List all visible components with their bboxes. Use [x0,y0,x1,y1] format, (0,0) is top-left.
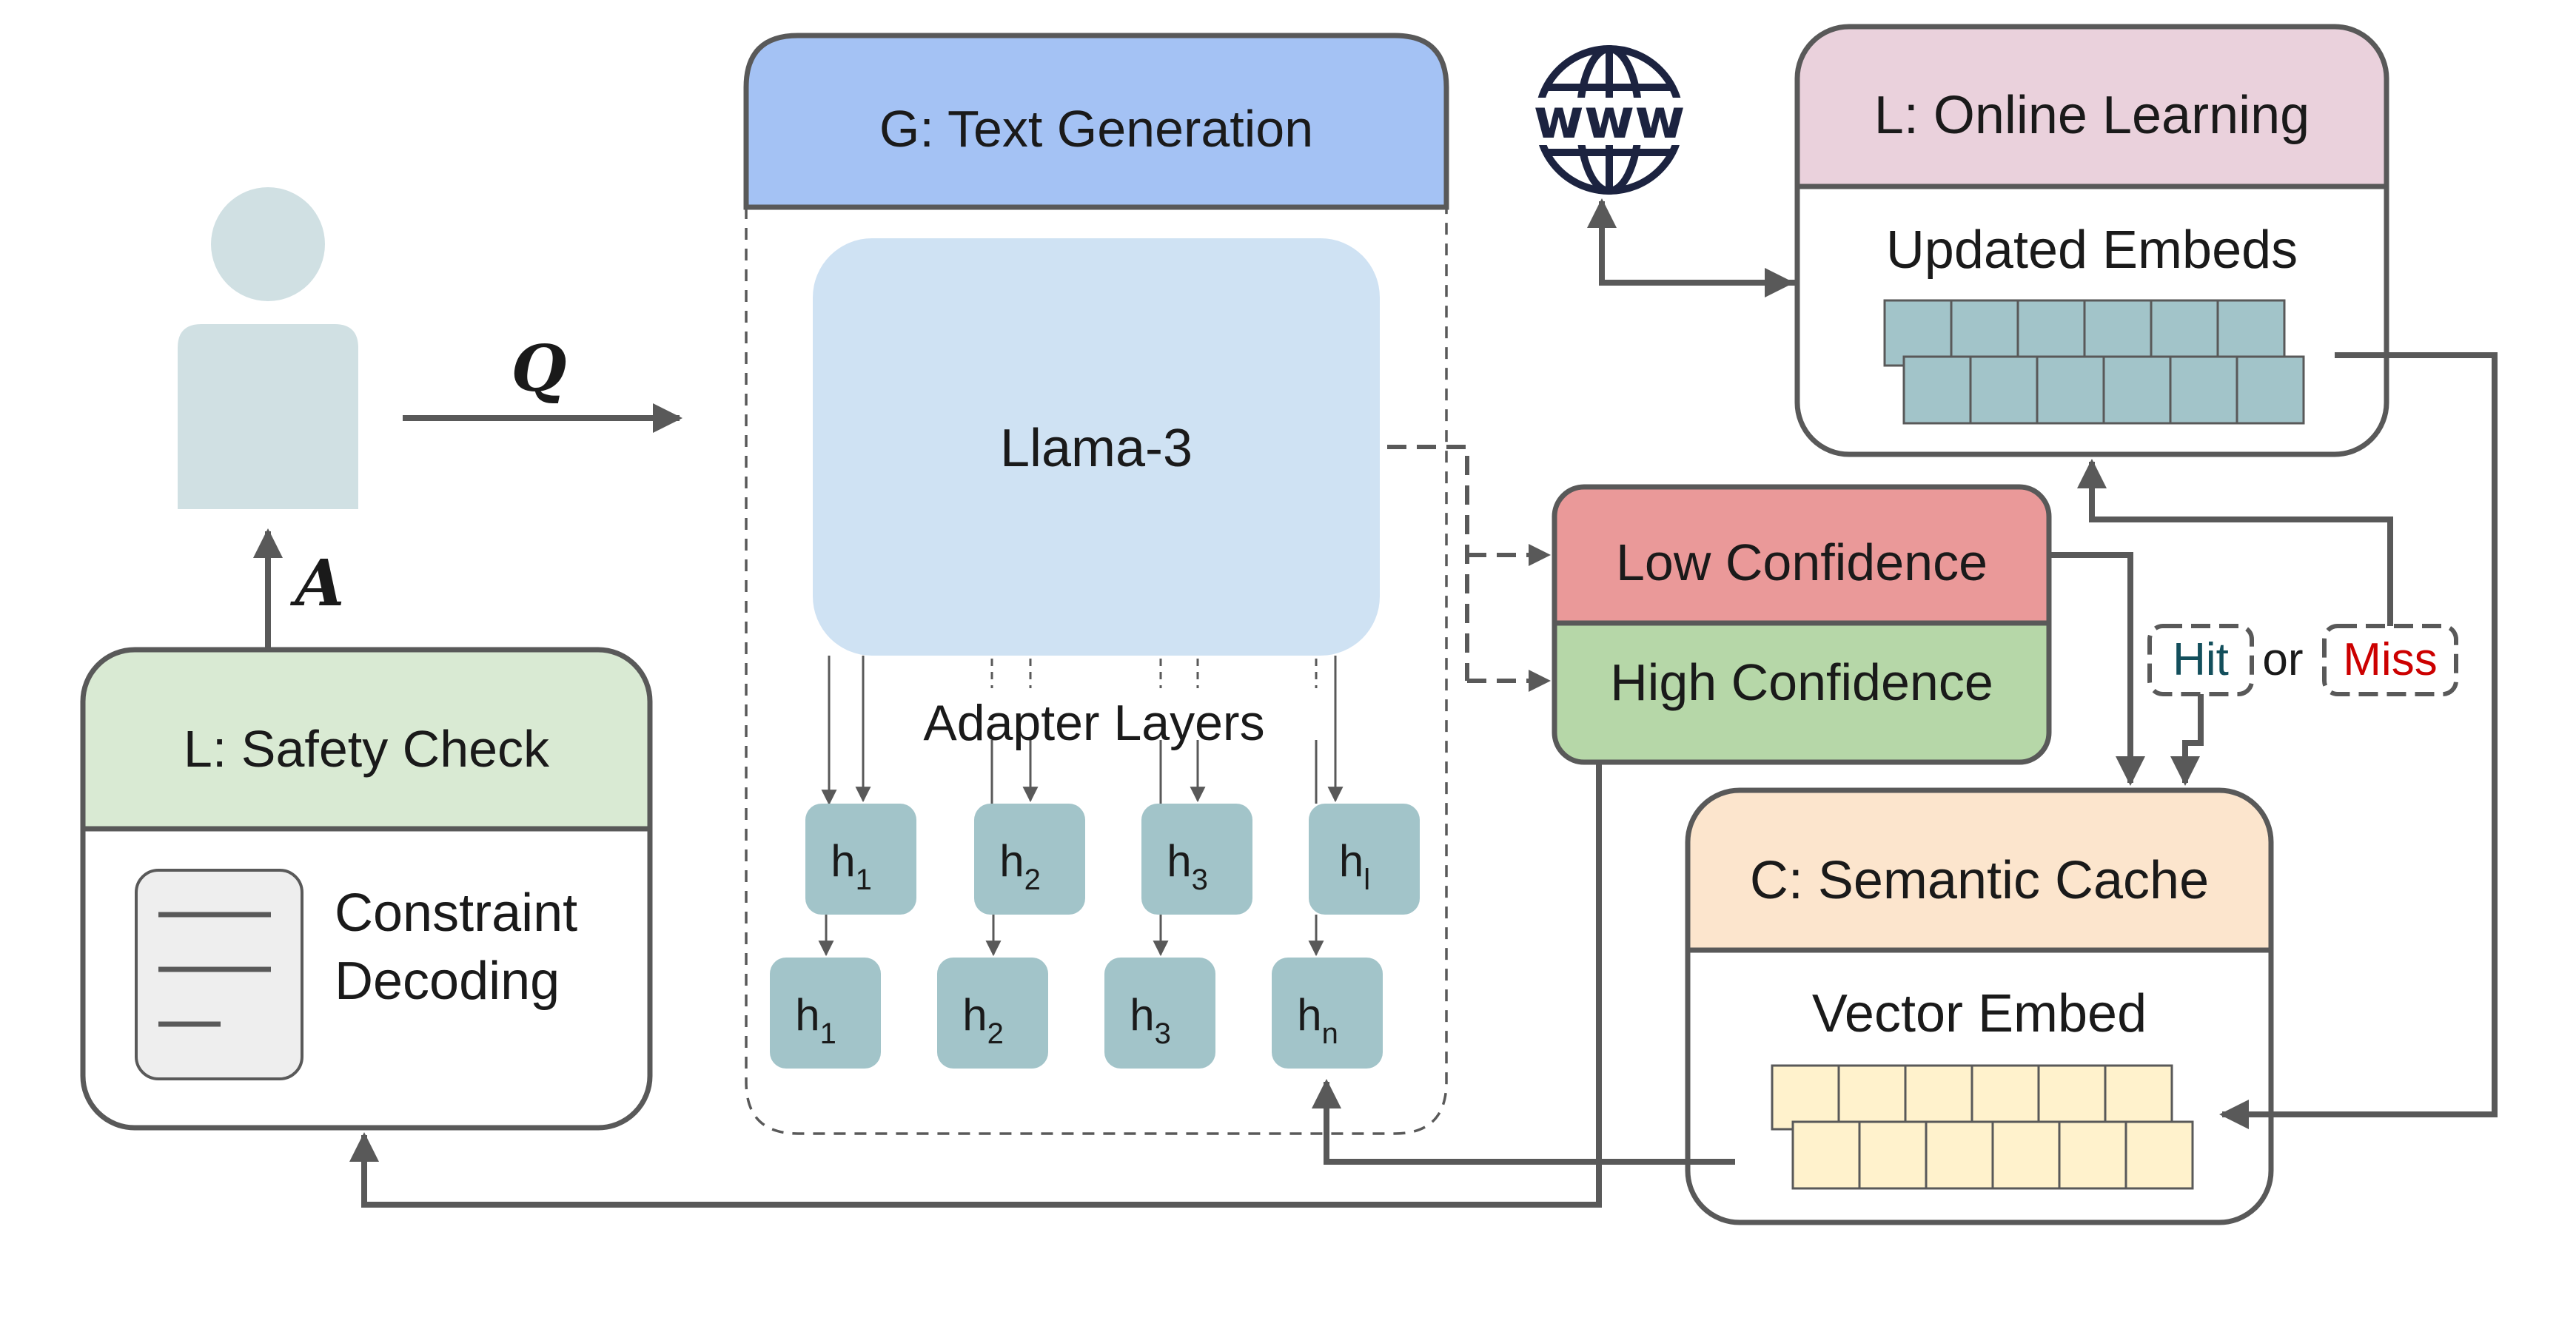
upper-hidden-state-3: h3 [1141,804,1252,915]
vector-cell [1837,1064,1907,1131]
safety-title: L: Safety Check [184,720,550,778]
cache-title: C: Semantic Cache [1750,851,2209,910]
user-figure [178,187,358,509]
vector-cell [1771,1064,1840,1131]
upper-hidden-state-4: hl [1309,804,1420,915]
www-label: www [1533,87,1685,151]
safety-border [80,647,653,1131]
lower-hidden-state-4: hn [1272,958,1383,1069]
online-title: L: Online Learning [1874,86,2310,145]
safety-line-2: Decoding [335,952,560,1011]
miss-label: Miss [2343,634,2437,685]
lower-hidden-state-3: h3 [1104,958,1215,1069]
embed-cell [2235,355,2305,425]
lower-hidden-state-2: h2 [937,958,1048,1069]
online-border [1794,24,2389,457]
upper-hidden-state-label: h2 [999,836,1041,896]
or-label: or [2262,634,2303,685]
miss-badge [2322,624,2458,696]
low-confidence-label: Low Confidence [1616,534,1988,591]
llama-label: Llama-3 [1000,419,1193,478]
online-learning-block: L: Online Learning Updated Embeds [1794,24,2389,457]
confidence-routing [1387,445,1551,692]
embed-cell [2216,299,2286,367]
vector-cell [1970,1064,2040,1131]
online-subtitle: Updated Embeds [1886,221,2298,280]
vector-cell [1791,1120,1861,1190]
embed-cell [2150,299,2219,367]
vector-cell [2104,1064,2173,1131]
hit-miss-indicator: Hit or Miss [2147,624,2458,696]
cache-subtitle: Vector Embed [1812,984,2147,1043]
lower-hidden-state-label: h1 [795,990,836,1050]
embed-cell [1883,299,1953,367]
vector-cell [2124,1120,2194,1190]
user-head [211,187,325,301]
embed-cell [2169,355,2238,425]
upper-hidden-state-label: hl [1339,836,1370,896]
web-link-line [1599,210,1797,286]
answer-symbol: A [290,546,345,621]
vector-cell [2037,1064,2107,1131]
generation-title: G: Text Generation [879,100,1313,158]
upper-hidden-state-label: h1 [831,836,872,896]
lower-hidden-state-label: h3 [1130,990,1171,1050]
vector-cell [2058,1120,2127,1190]
upper-hidden-states: h1 h2 h3 hl [805,804,1420,915]
globe-icon: www [1519,45,1700,195]
generation-dashed-frame [745,207,1448,1135]
vector-cell [1858,1120,1928,1190]
hit-label: Hit [2173,634,2229,685]
adapter-layers-label: Adapter Layers [923,695,1264,751]
flow-arrows [349,352,2498,1208]
hit-badge [2147,624,2254,696]
upper-hidden-state-1: h1 [805,804,916,915]
lower-hidden-state-1: h1 [770,958,881,1069]
confidence-block: Low Confidence High Confidence [1552,484,2052,765]
safety-line-1: Constraint [335,884,577,943]
embed-cell [2102,355,2172,425]
query-symbol: Q [511,332,567,406]
updated-embeds-grid [1883,299,2305,425]
high-confidence-panel [1554,623,2049,762]
adapter-connectors [818,656,1344,957]
embed-cell [1969,355,2039,425]
online-header [1797,27,2387,186]
lower-hidden-states: h1 h2 h3 hn [770,958,1383,1069]
confidence-border [1552,484,2052,765]
embed-cell [2083,299,2153,367]
document-icon [135,869,303,1080]
cache-border [1685,787,2274,1225]
embed-cell [2036,355,2105,425]
lower-hidden-state-label: hn [1297,990,1338,1050]
cache-header [1688,790,2271,950]
upper-hidden-state-label: h3 [1167,836,1208,896]
vector-cell [1925,1120,1994,1190]
embed-cell [1902,355,1972,425]
text-generation-block: G: Text Generation Llama-3 Adapter Layer… [743,33,1449,1135]
vector-cell [1904,1064,1973,1131]
safety-header [83,650,650,829]
low-confidence-panel [1554,487,2049,623]
high-confidence-label: High Confidence [1610,653,1993,711]
upper-hidden-state-2: h2 [974,804,1085,915]
llama-model-box [813,238,1380,656]
vector-embed-grid [1771,1064,2194,1190]
semantic-cache-block: C: Semantic Cache Vector Embed [1685,787,2274,1225]
lower-hidden-state-label: h2 [962,990,1004,1050]
safety-check-block: L: Safety Check Constraint Decoding [80,647,653,1131]
vector-cell [1991,1120,2061,1190]
user-body [178,324,358,509]
generation-header [743,33,1449,210]
